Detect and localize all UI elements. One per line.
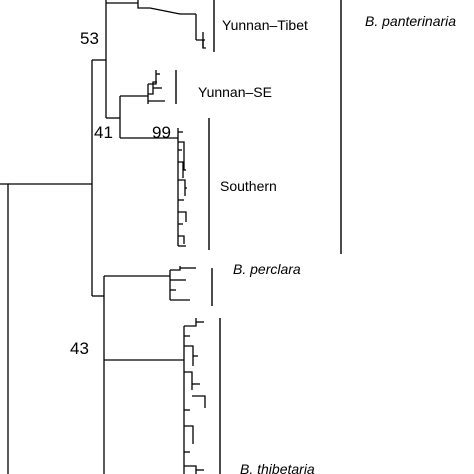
clade-brackets <box>175 0 342 474</box>
clade-label-southern: Southern <box>220 178 277 194</box>
species-label-thibetaria: B. thibetaria <box>240 461 315 474</box>
perclara-clade-branches <box>92 266 196 474</box>
clade-label-yunnan-tibet: Yunnan–Tibet <box>222 17 308 33</box>
support-value-53: 53 <box>80 29 99 48</box>
support-value-99: 99 <box>152 123 171 142</box>
thibetaria-clade-branches <box>104 318 206 474</box>
species-label-perclara: B. perclara <box>233 261 301 277</box>
support-value-43: 43 <box>70 339 89 358</box>
species-label-panterinaria: B. panterinaria <box>365 13 456 29</box>
tree-backbone <box>0 60 93 474</box>
panterinaria-clade-branches <box>92 0 206 247</box>
clade-label-yunnan-se: Yunnan–SE <box>198 84 272 100</box>
support-value-41: 41 <box>94 123 113 142</box>
